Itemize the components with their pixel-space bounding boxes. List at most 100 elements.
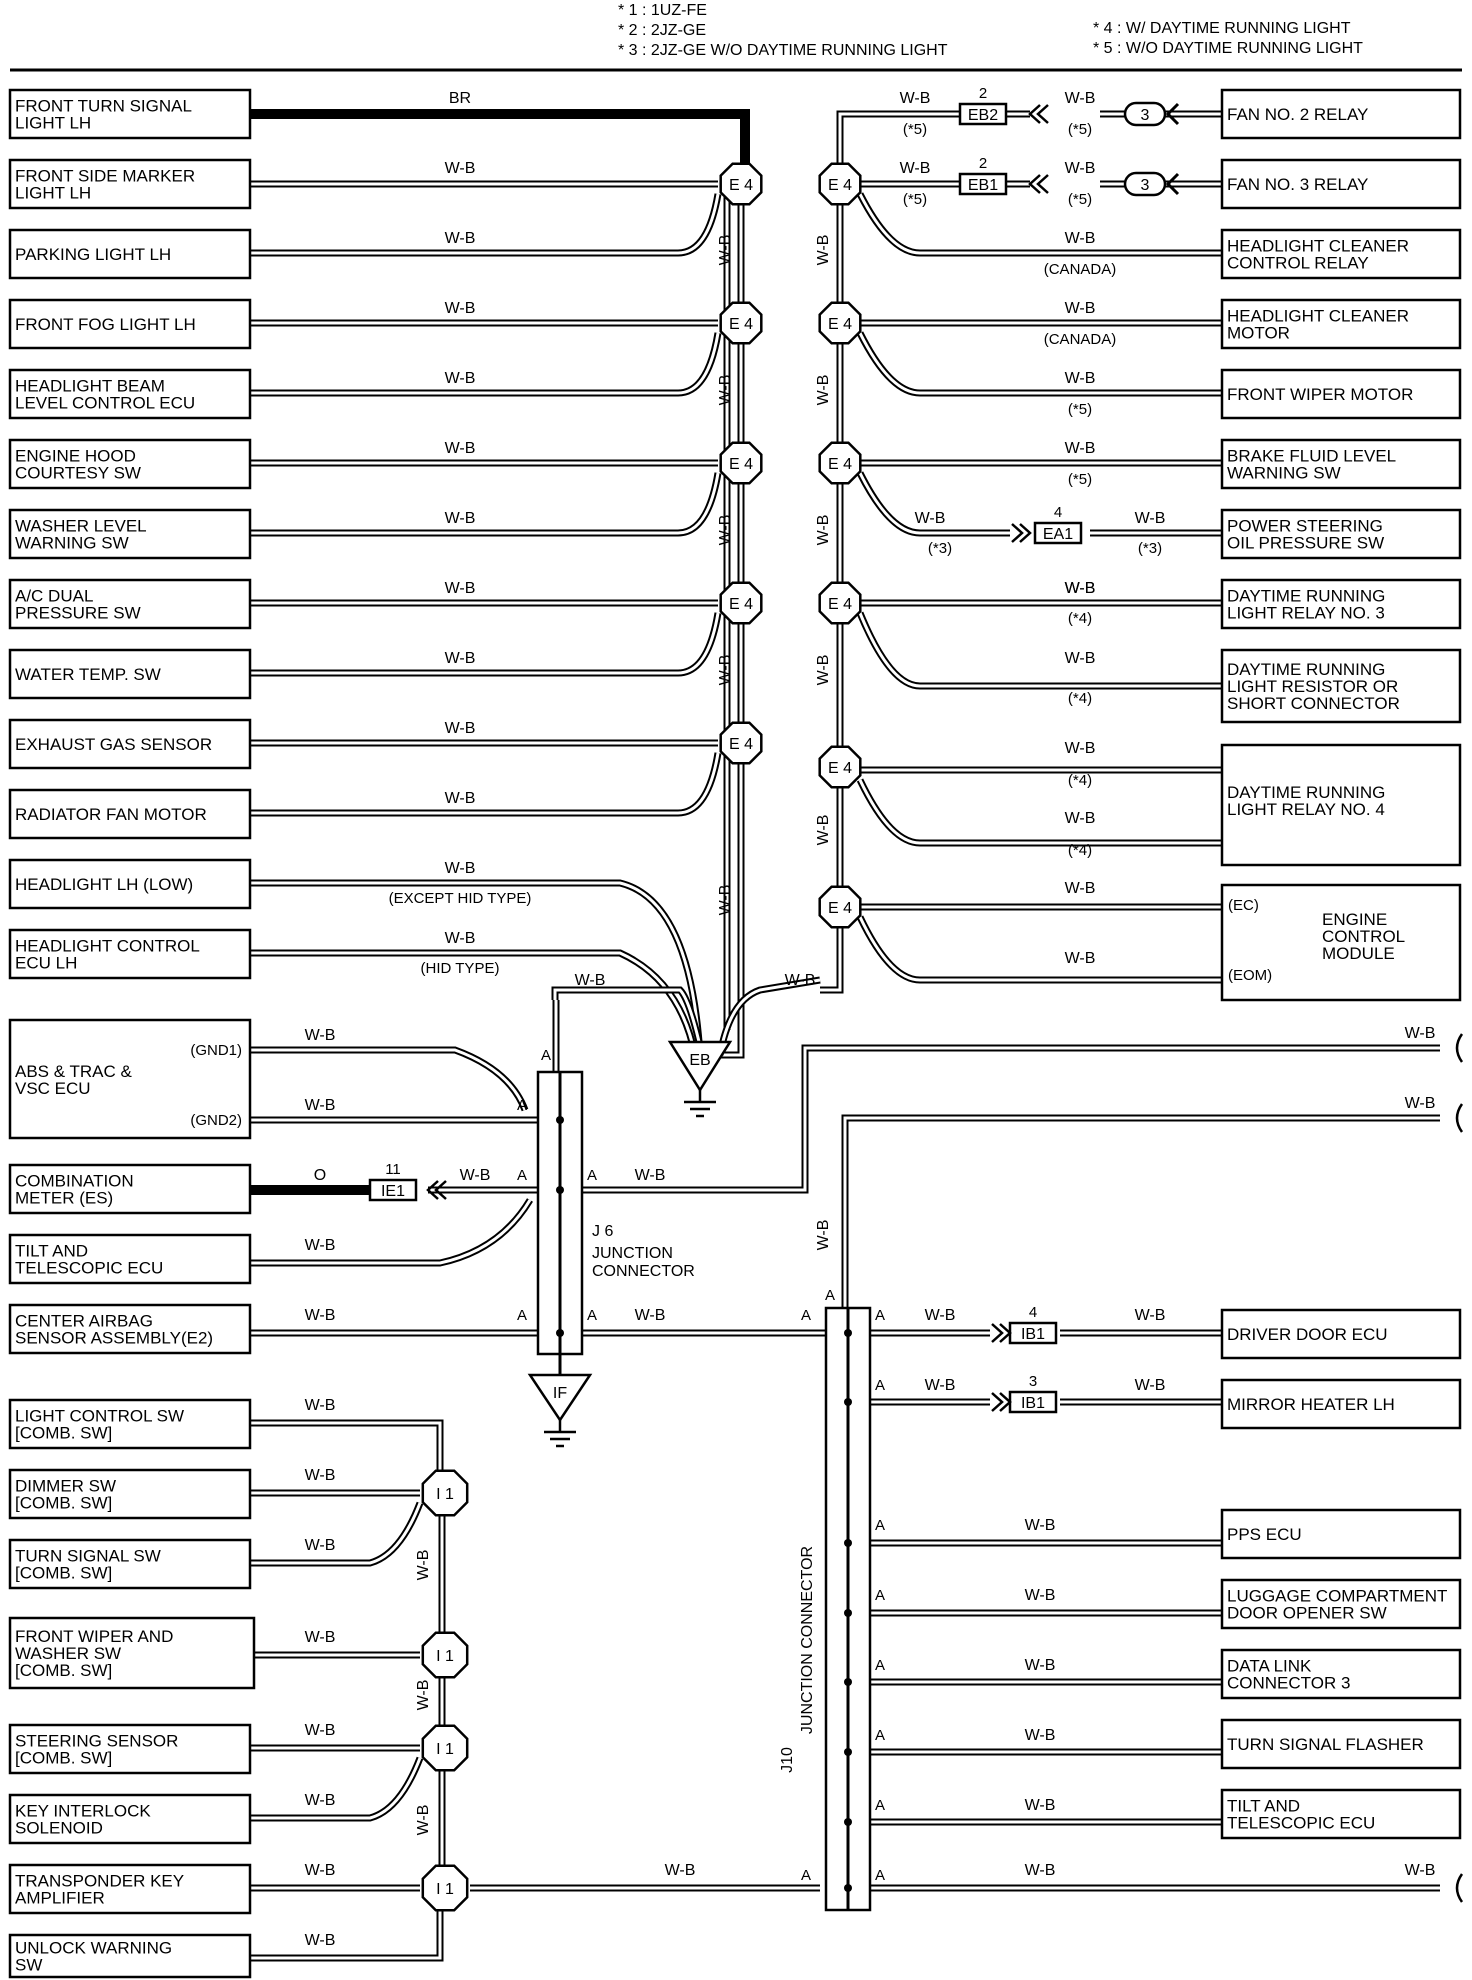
pin-a: A — [875, 1797, 885, 1814]
note-n5: (*5) — [903, 121, 927, 138]
wire — [841, 1114, 1440, 1308]
wire-color-wb-vertical: W-B — [815, 235, 832, 266]
left-component-20-label: TURN SIGNAL SW — [15, 1547, 161, 1566]
connector-i1-4: I 1 — [421, 1864, 469, 1912]
note-except-hid: (EXCEPT HID TYPE) — [389, 890, 532, 907]
note-left-2: * 2 : 2JZ-GE — [618, 22, 706, 39]
left-component-10-label: EXHAUST GAS SENSOR — [15, 735, 212, 754]
note-right-1: * 4 : W/ DAYTIME RUNNING LIGHT — [1093, 20, 1351, 37]
left-component-14-label: VSC ECU — [15, 1079, 91, 1098]
wire — [820, 907, 844, 994]
pin-a: A — [801, 1867, 811, 1884]
wire — [248, 1419, 444, 1485]
wire-color-wb-vertical: W-B — [717, 235, 734, 266]
wire-color-wb: W-B — [1025, 1797, 1056, 1814]
left-component-2-label: LIGHT LH — [15, 184, 91, 203]
connector-e4-left-2-label: E 4 — [729, 316, 753, 333]
wire-color-wb: W-B — [1065, 650, 1096, 667]
connector-e4-right-6-label: E 4 — [828, 900, 852, 917]
right-component-9-label: SHORT CONNECTOR — [1227, 694, 1400, 713]
left-component-23-label: KEY INTERLOCK — [15, 1802, 151, 1821]
wire-color-wb: W-B — [1405, 1095, 1436, 1112]
right-component-17: TURN SIGNAL FLASHER — [1220, 1718, 1462, 1770]
left-component-19: DIMMER SW[COMB. SW] — [8, 1468, 252, 1520]
note-n4: (*4) — [1068, 842, 1092, 859]
wire-color-wb: W-B — [1065, 580, 1096, 597]
wire-color-wb: W-B — [1065, 810, 1096, 827]
wire-color-wb: W-B — [900, 160, 931, 177]
right-component-4-label: HEADLIGHT CLEANER — [1227, 307, 1409, 326]
right-component-11-label: CONTROL — [1322, 927, 1405, 946]
right-component-10-label: DAYTIME RUNNING — [1227, 783, 1385, 802]
pin-a: A — [541, 1047, 551, 1064]
note-canada: (CANADA) — [1044, 331, 1117, 348]
wire — [248, 193, 722, 257]
connector-i1-2-label: I 1 — [436, 1648, 454, 1665]
connector-3-label: 3 — [1141, 177, 1150, 194]
wire-color-wb: W-B — [305, 1629, 336, 1646]
connector-ib1-a: IB1 — [1008, 1321, 1058, 1345]
wire-color-wb-vertical: W-B — [815, 655, 832, 686]
left-component-21-label: [COMB. SW] — [15, 1661, 112, 1680]
chevron-arrow-icon — [991, 1323, 1012, 1343]
junction-dot — [844, 1884, 852, 1892]
left-component-24-label: AMPLIFIER — [15, 1889, 105, 1908]
wire-color-wb: W-B — [1065, 580, 1096, 597]
wire-color-wb-vertical: W-B — [415, 1805, 432, 1836]
right-component-18-label: TILT AND — [1227, 1797, 1300, 1816]
pin-gnd2: (GND2) — [190, 1112, 242, 1129]
note-n5: (*5) — [1068, 121, 1092, 138]
connector-i1-1: I 1 — [421, 1469, 469, 1517]
note-n3: (*3) — [1138, 540, 1162, 557]
right-component-7-label: POWER STEERING — [1227, 517, 1383, 536]
wire — [248, 472, 722, 537]
wire-color-wb: W-B — [445, 160, 476, 177]
connector-eb2-label: EB2 — [968, 107, 998, 124]
connector-ib1-b: IB1 — [1008, 1390, 1058, 1414]
wire-color-wb: W-B — [305, 1307, 336, 1324]
chevron-arrow-icon — [426, 1180, 447, 1200]
left-component-18: LIGHT CONTROL SW[COMB. SW] — [8, 1398, 252, 1450]
wire-color-wb: W-B — [305, 1467, 336, 1484]
left-component-3-label: PARKING LIGHT LH — [15, 245, 171, 264]
wire — [248, 1910, 444, 1962]
note-n5: (*5) — [1068, 191, 1092, 208]
note-left-3: * 3 : 2JZ-GE W/O DAYTIME RUNNING LIGHT — [618, 42, 948, 59]
connector-3-label: 3 — [1141, 107, 1150, 124]
wire-color-wb: W-B — [445, 650, 476, 667]
junction-dot — [844, 1609, 852, 1617]
left-component-4-label: FRONT FOG LIGHT LH — [15, 315, 196, 334]
junction-dot — [556, 1186, 564, 1194]
connector-ie1-pin: 11 — [385, 1161, 401, 1178]
wire-color-wb: W-B — [665, 1862, 696, 1879]
junction-dot — [844, 1748, 852, 1756]
pin-a: A — [517, 1167, 527, 1184]
right-component-4-label: MOTOR — [1227, 324, 1290, 343]
wire-color-wb: W-B — [305, 1722, 336, 1739]
wire-color-wb: W-B — [915, 510, 946, 527]
pin-a: A — [517, 1307, 527, 1324]
right-component-17-label: TURN SIGNAL FLASHER — [1227, 1735, 1424, 1754]
right-component-16-label: DATA LINK — [1227, 1657, 1312, 1676]
wire-color-wb: W-B — [445, 790, 476, 807]
wire-color-wb: W-B — [445, 440, 476, 457]
wire-color-wb: W-B — [575, 972, 606, 989]
junction-dot — [844, 1678, 852, 1686]
wire-color-wb: W-B — [1065, 300, 1096, 317]
left-component-19-label: DIMMER SW — [15, 1477, 116, 1496]
left-component-20: TURN SIGNAL SW[COMB. SW] — [8, 1538, 252, 1590]
wire — [856, 778, 1222, 847]
